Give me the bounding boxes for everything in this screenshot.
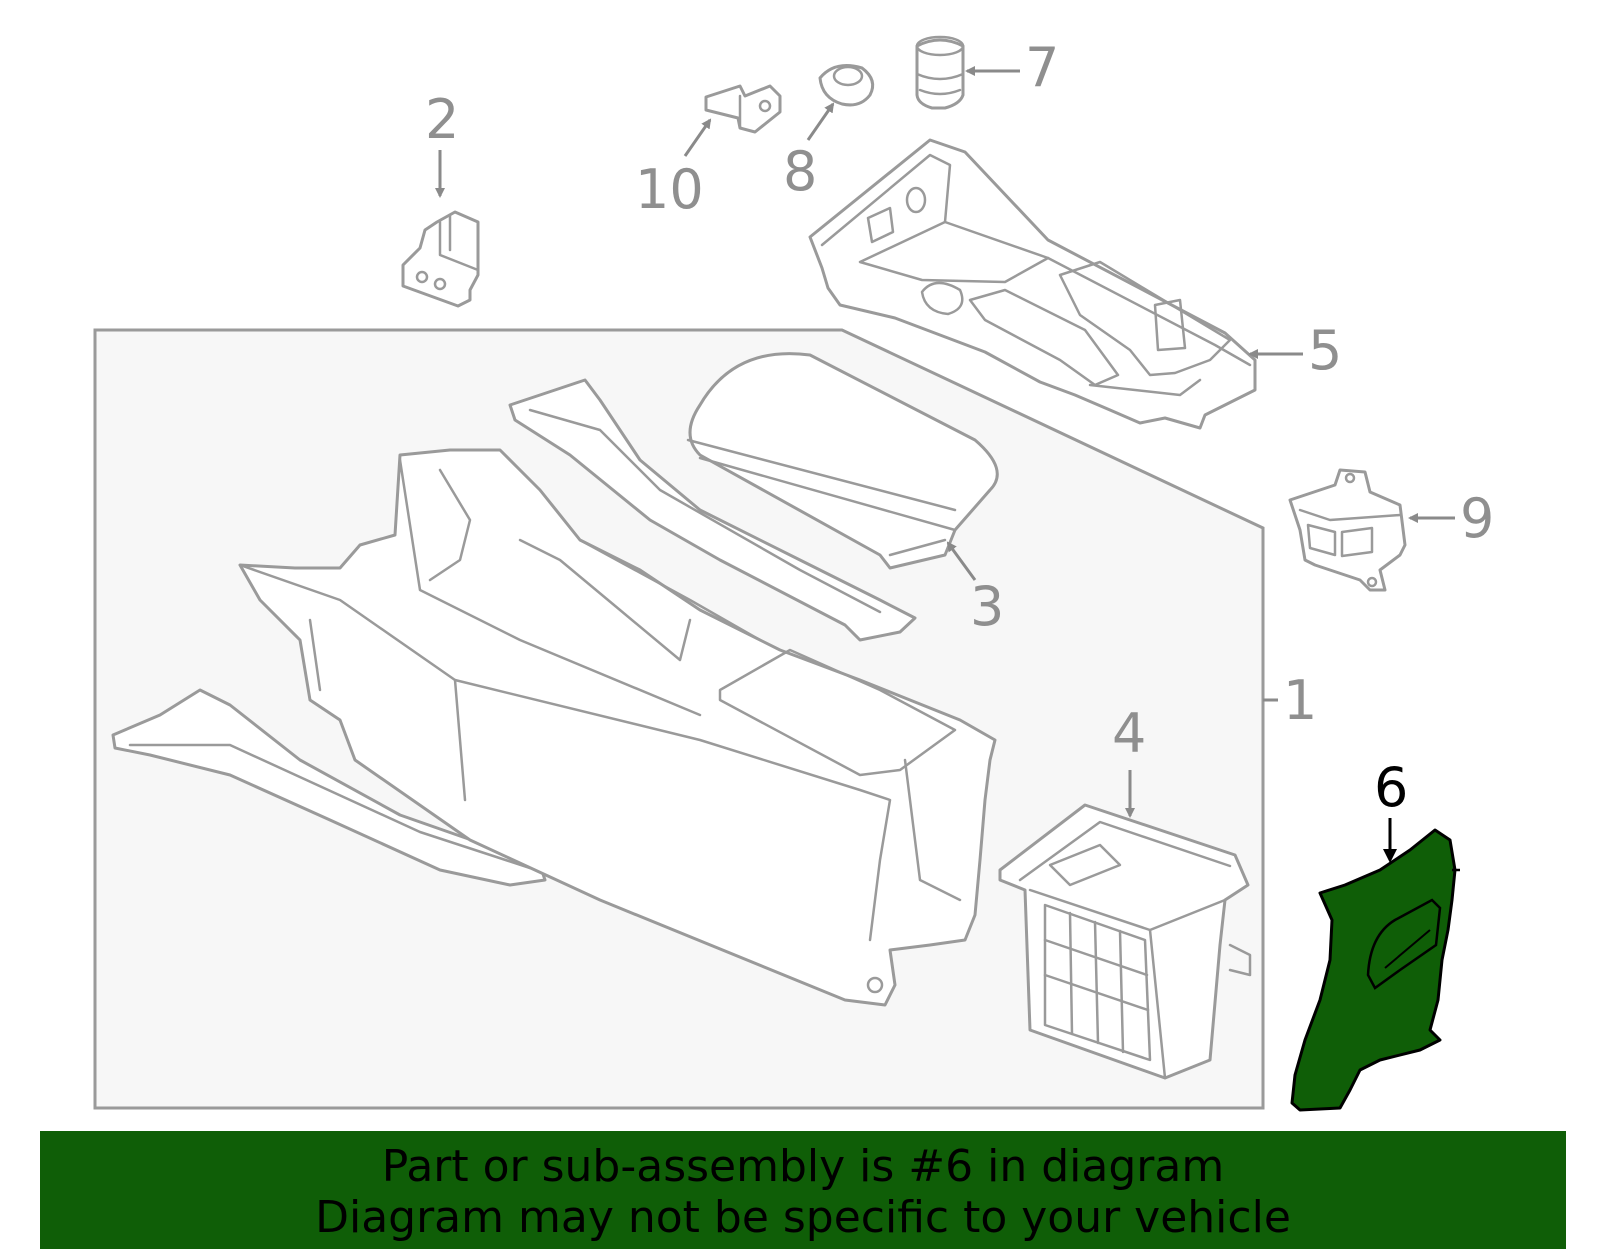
callout-10-label: 10 [635, 158, 704, 221]
banner-line-2: Diagram may not be specific to your vehi… [315, 1192, 1291, 1243]
part-1-console-body [238, 448, 997, 1007]
part-5-upper-console-panel [808, 138, 1257, 430]
part-6-side-cover-highlighted [1290, 828, 1460, 1112]
callout-8-label: 8 [783, 140, 817, 203]
callout-1-label: 1 [1283, 669, 1317, 732]
part-3-armrest-lid [686, 352, 999, 570]
part-1-trim-strip [508, 378, 917, 642]
part-4-storage-bin [998, 803, 1252, 1080]
part-7-knob [915, 35, 965, 110]
callout-5-label: 5 [1308, 319, 1342, 382]
callout-8-leader [806, 102, 835, 141]
callout-6-label: 6 [1374, 756, 1408, 819]
part-2-bracket [401, 210, 480, 308]
part-8-plug [818, 64, 875, 107]
info-banner: Part or sub-assembly is #6 in diagram Di… [40, 1131, 1566, 1249]
part-10-clip [704, 84, 782, 134]
callout-2-label: 2 [425, 88, 459, 151]
callout-3-leader [946, 541, 977, 581]
callout-4-label: 4 [1112, 702, 1146, 765]
callout-7-label: 7 [1025, 36, 1059, 99]
banner-line-1: Part or sub-assembly is #6 in diagram [381, 1141, 1225, 1192]
callout-9-label: 9 [1460, 487, 1494, 550]
callout-10-leader [683, 118, 712, 157]
callout-3-label: 3 [970, 575, 1004, 638]
part-9-switch-block [1288, 468, 1407, 592]
